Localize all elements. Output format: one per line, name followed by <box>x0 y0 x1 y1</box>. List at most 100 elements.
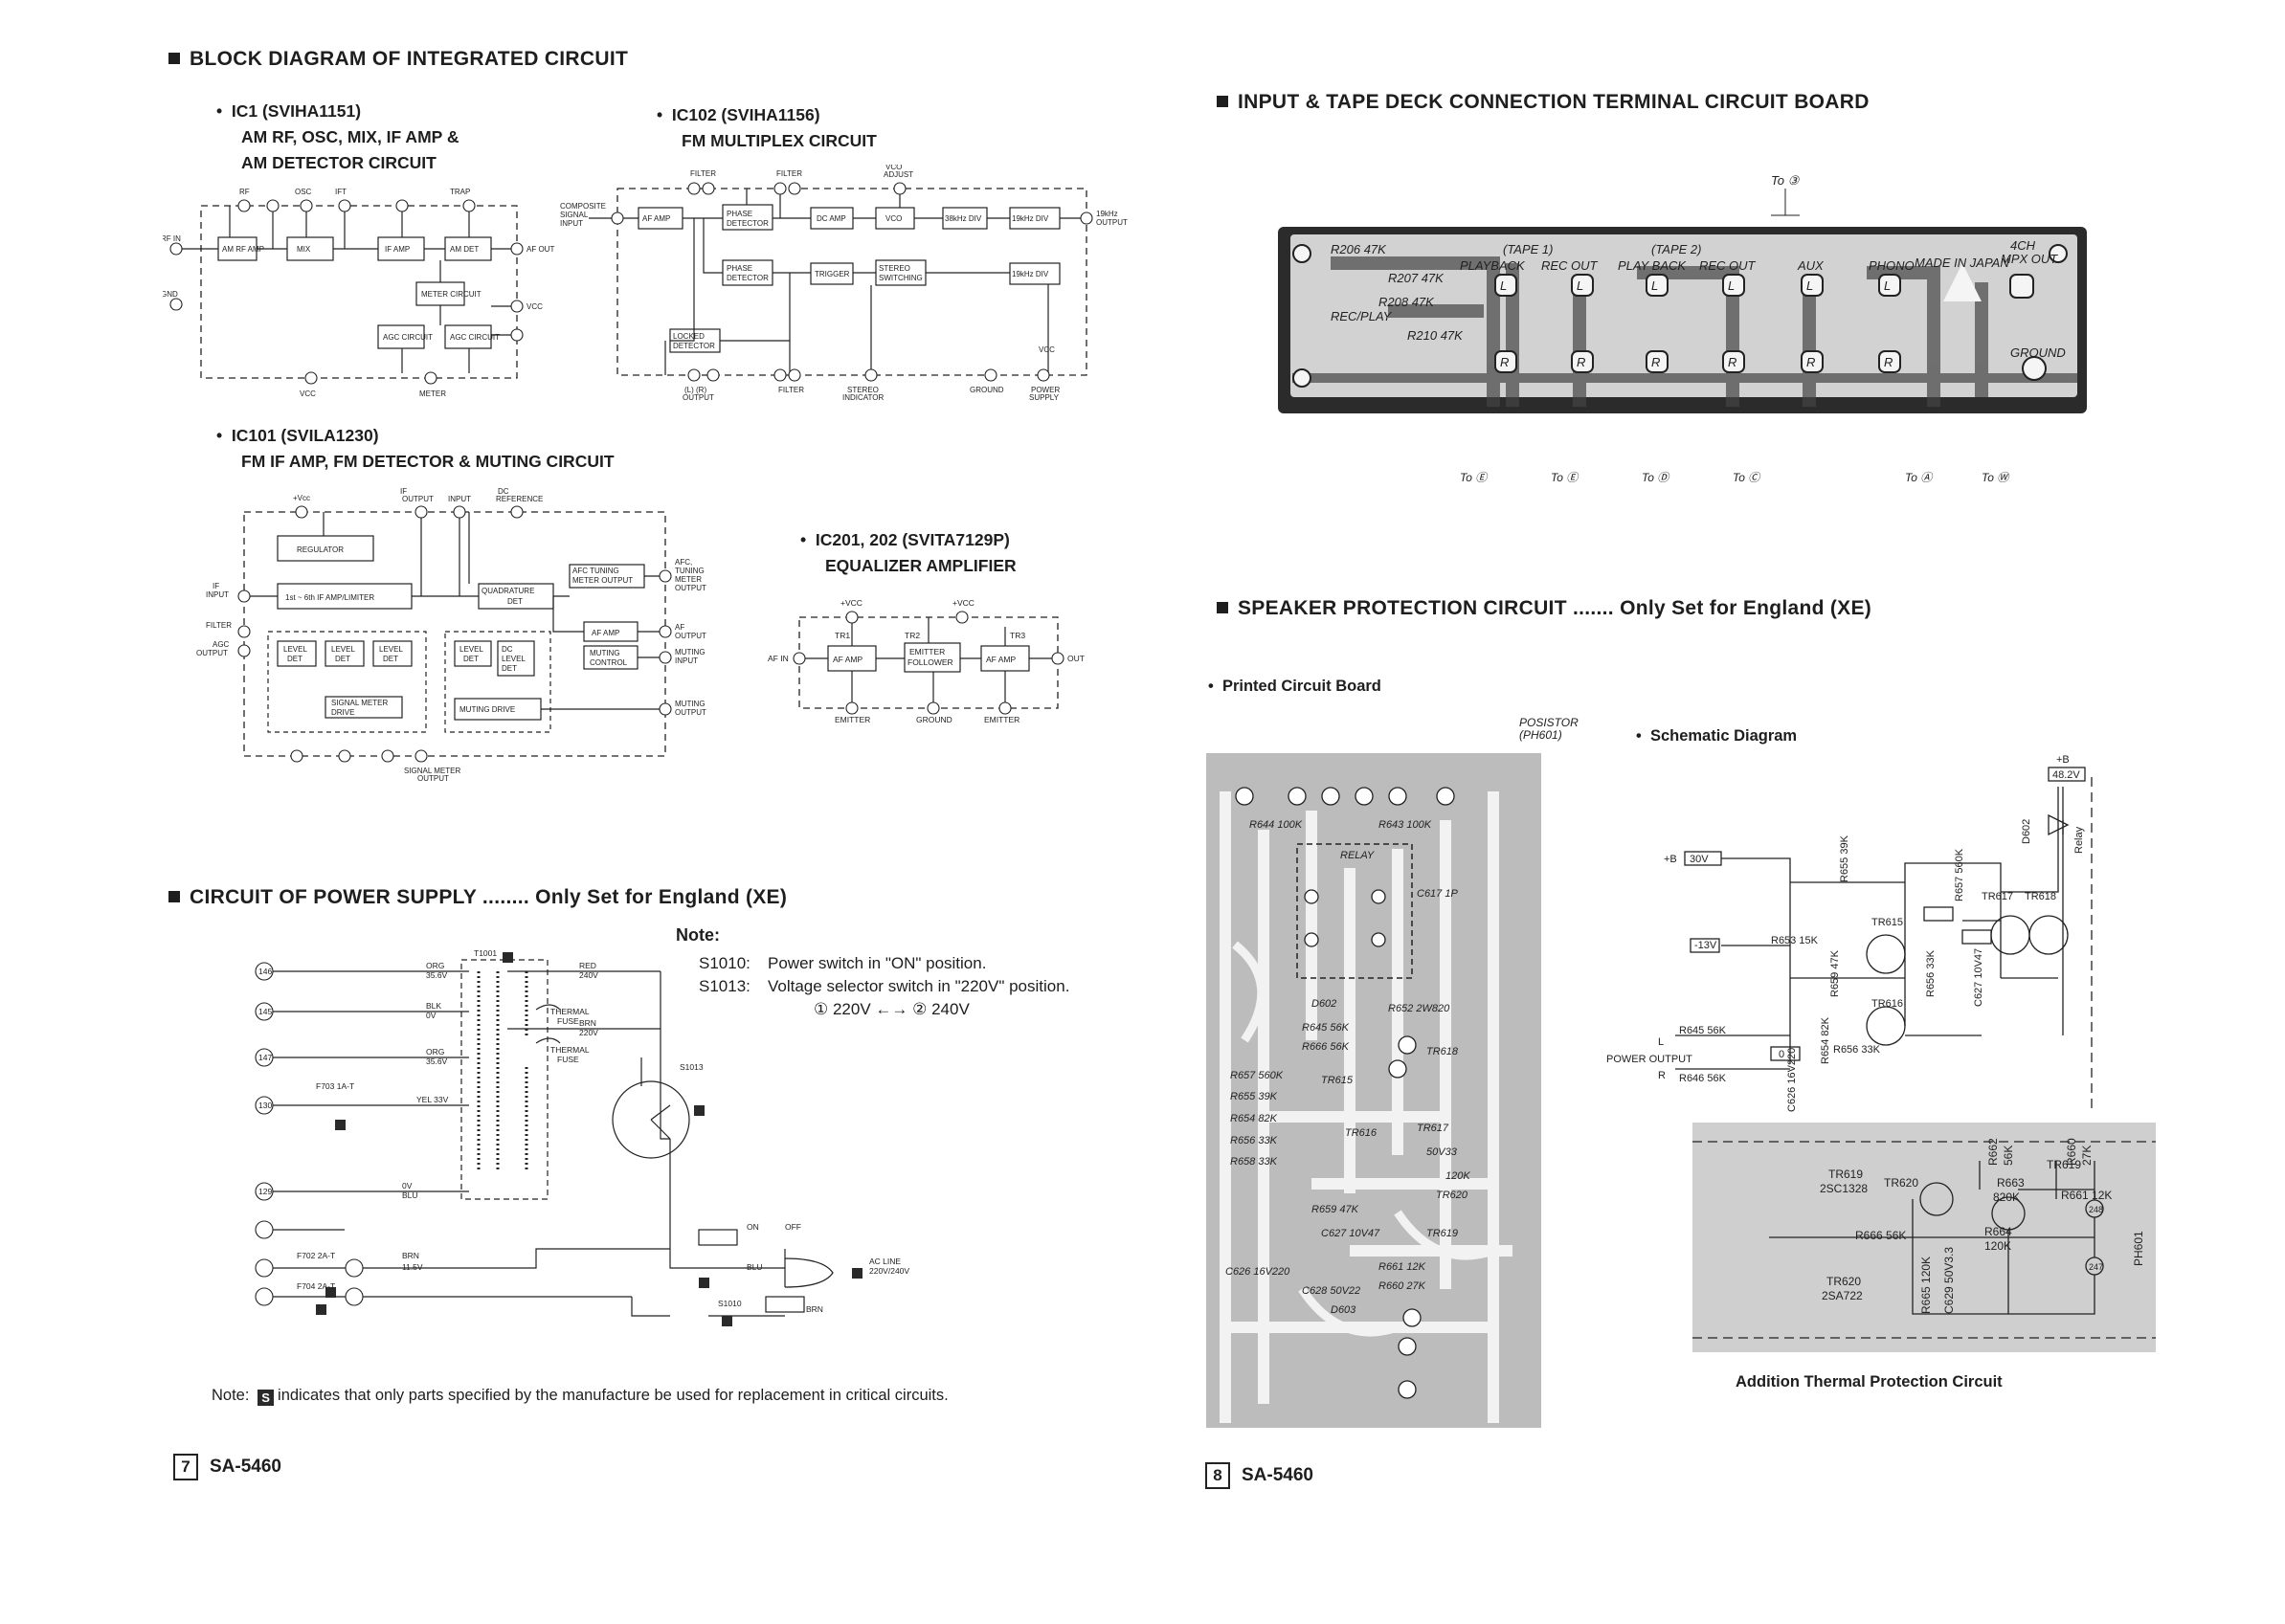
svg-text:GND: GND <box>163 290 178 299</box>
pcb-label: • Printed Circuit Board <box>1208 678 1381 695</box>
svg-text:VCC: VCC <box>526 302 543 311</box>
svg-text:R645 56K: R645 56K <box>1679 1025 1727 1036</box>
svg-text:56K: 56K <box>2002 1146 2015 1166</box>
svg-text:L: L <box>1500 278 1507 293</box>
svg-text:R: R <box>1806 355 1815 369</box>
svg-text:248: 248 <box>2089 1205 2103 1214</box>
svg-text:(TAPE 2): (TAPE 2) <box>1651 242 1702 256</box>
svg-text:PHASE: PHASE <box>727 210 752 218</box>
svg-text:S1010: S1010 <box>718 1299 742 1308</box>
svg-text:LEVEL: LEVEL <box>459 645 483 654</box>
svg-text:GROUND: GROUND <box>970 386 1004 394</box>
ic1-title: • IC1 (SVIHA1151) AM RF, OSC, MIX, IF AM… <box>216 101 459 172</box>
model-name: SA-5460 <box>1242 1465 1313 1485</box>
svg-text:R: R <box>1577 355 1585 369</box>
svg-text:AM RF AMP: AM RF AMP <box>222 245 264 254</box>
svg-text:TRAP: TRAP <box>450 188 470 196</box>
svg-text:R666 56K: R666 56K <box>1855 1229 1906 1242</box>
svg-text:SIGNAL METER: SIGNAL METER <box>331 699 388 707</box>
model-name: SA-5460 <box>210 1457 281 1477</box>
svg-text:35.6V: 35.6V <box>426 970 448 980</box>
svg-text:DET: DET <box>463 655 479 663</box>
svg-text:48.2V: 48.2V <box>2052 769 2080 781</box>
svg-text:BLK: BLK <box>426 1001 441 1011</box>
svg-text:STEREO: STEREO <box>847 386 879 394</box>
svg-text:DETECTOR: DETECTOR <box>673 342 715 350</box>
svg-text:STEREO: STEREO <box>879 264 910 273</box>
svg-text:+Vcc: +Vcc <box>293 494 310 502</box>
bullet-icon: • <box>216 426 232 445</box>
svg-text:R661 12K: R661 12K <box>1378 1261 1426 1273</box>
svg-text:OUTPUT: OUTPUT <box>417 774 449 783</box>
square-bullet-icon <box>168 891 180 902</box>
svg-text:MUTING: MUTING <box>675 700 706 708</box>
svg-text:OUT: OUT <box>1067 654 1085 663</box>
svg-text:EMITTER: EMITTER <box>835 715 870 724</box>
svg-text:GROUND: GROUND <box>916 715 952 724</box>
svg-text:DETECTOR: DETECTOR <box>727 219 769 228</box>
svg-text:AC LINE: AC LINE <box>869 1257 901 1266</box>
svg-text:R661 12K: R661 12K <box>2061 1189 2112 1202</box>
svg-text:19kHz DIV: 19kHz DIV <box>1012 270 1049 278</box>
svg-text:RF IN: RF IN <box>163 234 181 243</box>
note-row: S1013:Voltage selector switch in "220V" … <box>699 977 1070 995</box>
svg-text:2SC1328: 2SC1328 <box>1820 1182 1868 1195</box>
svg-text:INDICATOR: INDICATOR <box>842 393 884 402</box>
svg-text:19kHz: 19kHz <box>1096 210 1118 218</box>
svg-text:PH601: PH601 <box>2132 1231 2145 1266</box>
svg-text:145: 145 <box>258 1007 272 1016</box>
svg-text:DC AMP: DC AMP <box>817 214 846 223</box>
svg-text:VCO: VCO <box>885 165 902 171</box>
svg-text:C627 10V47: C627 10V47 <box>1973 948 1984 1007</box>
svg-text:IFT: IFT <box>335 188 347 196</box>
svg-text:146: 146 <box>258 967 272 976</box>
svg-text:C626 16V220: C626 16V220 <box>1786 1048 1798 1112</box>
svg-text:AGC CIRCUIT: AGC CIRCUIT <box>450 333 500 342</box>
note-row: S1010:Power switch in "ON" position. <box>699 954 987 972</box>
svg-text:LEVEL: LEVEL <box>502 655 526 663</box>
svg-text:L: L <box>1658 1036 1664 1048</box>
svg-text:EMITTER: EMITTER <box>984 715 1019 724</box>
svg-text:R656 33K: R656 33K <box>1230 1135 1278 1146</box>
svg-text:AF AMP: AF AMP <box>833 655 863 664</box>
svg-text:To Ⓐ: To Ⓐ <box>1905 471 1934 484</box>
svg-text:OUTPUT: OUTPUT <box>675 632 706 640</box>
svg-text:2SA722: 2SA722 <box>1822 1289 1863 1302</box>
svg-text:TR3: TR3 <box>1010 631 1025 640</box>
svg-text:38kHz DIV: 38kHz DIV <box>945 214 982 223</box>
svg-text:ADJUST: ADJUST <box>884 170 913 179</box>
svg-text:AGC: AGC <box>213 640 230 649</box>
svg-text:L: L <box>1884 278 1891 293</box>
svg-text:30V: 30V <box>1690 854 1709 865</box>
svg-text:R643 100K: R643 100K <box>1378 819 1432 831</box>
svg-text:RF: RF <box>239 188 250 196</box>
svg-text:METER: METER <box>675 575 702 584</box>
svg-text:+VCC: +VCC <box>952 598 974 608</box>
svg-text:POWER: POWER <box>1031 386 1060 394</box>
svg-text:R660 27K: R660 27K <box>1378 1280 1426 1292</box>
svg-text:130: 130 <box>258 1101 272 1110</box>
svg-text:To Ⓦ: To Ⓦ <box>1982 471 2010 484</box>
svg-text:AF: AF <box>675 623 684 632</box>
bullet-icon: • <box>216 101 232 121</box>
svg-text:DET: DET <box>383 655 398 663</box>
svg-text:AF AMP: AF AMP <box>592 629 619 637</box>
svg-text:247: 247 <box>2089 1262 2103 1272</box>
svg-text:R663: R663 <box>1997 1176 2025 1190</box>
svg-text:11.5V: 11.5V <box>402 1262 423 1272</box>
svg-text:EMITTER: EMITTER <box>909 647 945 656</box>
svg-text:BLU: BLU <box>747 1262 763 1272</box>
svg-text:DC: DC <box>498 488 509 496</box>
svg-text:R: R <box>1500 355 1509 369</box>
svg-text:ON: ON <box>747 1222 759 1232</box>
svg-text:BRN: BRN <box>806 1304 823 1314</box>
bullet-icon: • <box>1636 727 1650 745</box>
svg-text:R659 47K: R659 47K <box>1829 949 1841 997</box>
ic101-title: • IC101 (SVILA1230) FM IF AMP, FM DETECT… <box>216 426 615 471</box>
svg-text:PLAYBACK: PLAYBACK <box>1460 258 1526 273</box>
bullet-icon: • <box>657 105 672 124</box>
